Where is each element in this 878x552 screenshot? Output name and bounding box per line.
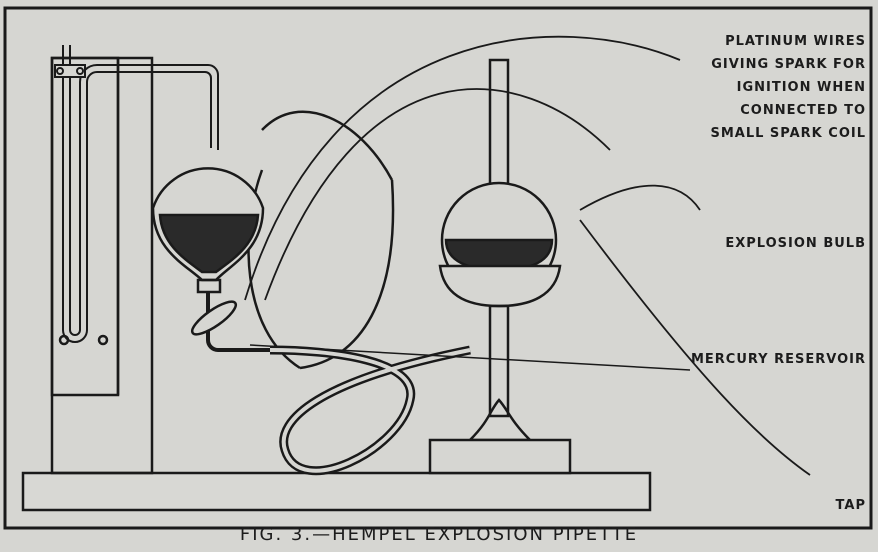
label-line: connected to — [740, 103, 866, 118]
figure-frame — [3, 6, 873, 530]
label-platinum-wires: Platinum Wires giving Spark for ignition… — [666, 30, 866, 145]
label-tap: Tap — [835, 498, 866, 513]
leader-line-platinum — [244, 35, 681, 301]
screw-icon — [97, 334, 109, 346]
leader-line-bulb — [579, 184, 701, 211]
mercury-reservoir-bulb — [151, 167, 270, 352]
tap — [190, 300, 238, 336]
label-line: Platinum Wires — [725, 34, 866, 49]
explosion-bulb — [428, 58, 572, 475]
label-explosion-bulb: Explosion Bulb — [725, 236, 866, 251]
screw-icon — [58, 334, 70, 346]
label-mercury-reservoir: Mercury Reservoir — [690, 352, 866, 367]
leader-line-reservoir — [249, 344, 691, 371]
label-line: ignition when — [736, 80, 866, 95]
figure-caption: Fig. 3.—Hempel Explosion Pipette — [239, 524, 639, 545]
stand-board — [50, 56, 154, 475]
label-line: Small Spark Coil — [710, 126, 866, 141]
leader-line-tap — [579, 219, 811, 476]
label-line: giving Spark for — [711, 57, 866, 72]
base-board — [21, 471, 652, 512]
